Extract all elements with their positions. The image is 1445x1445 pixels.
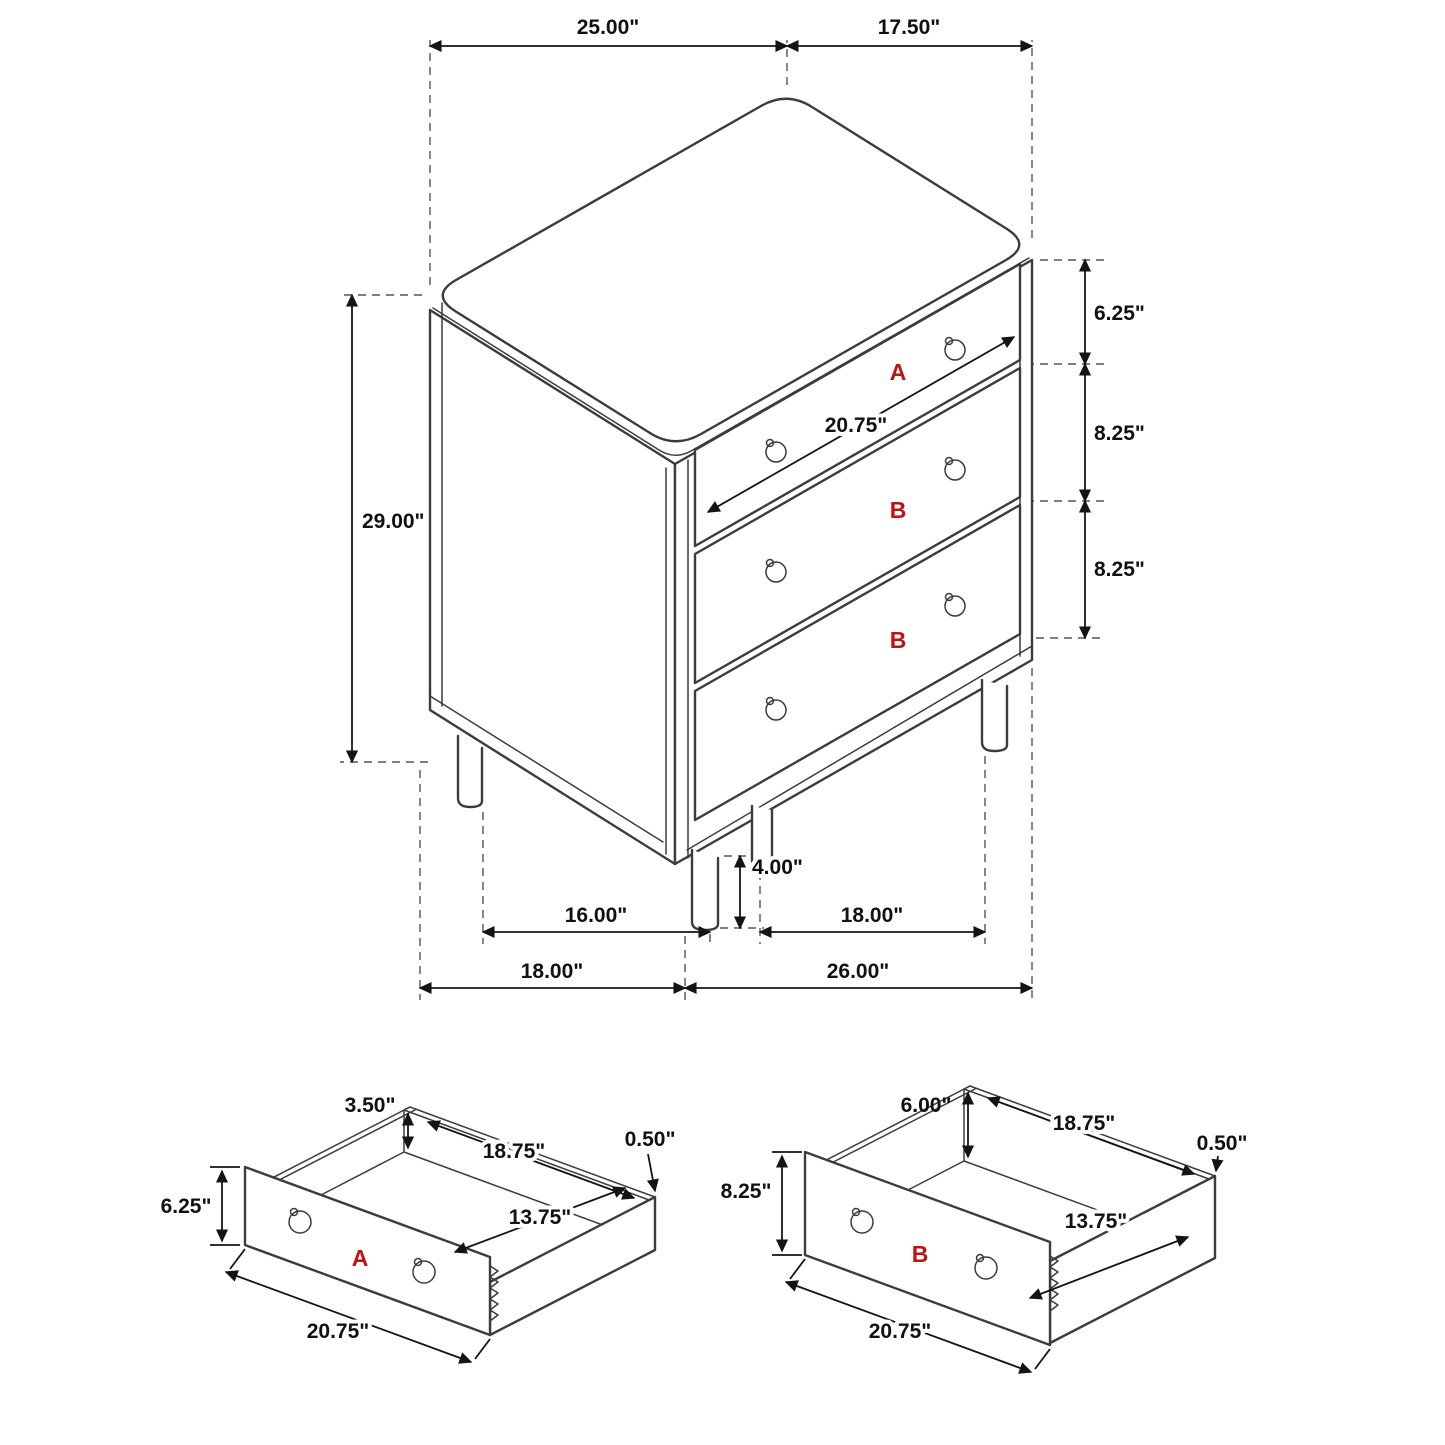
dim-line-a-front-width xyxy=(224,1270,473,1364)
knob-icon xyxy=(765,558,787,583)
leg-front xyxy=(690,848,720,932)
chest-top-panel xyxy=(441,97,1021,443)
dim-drawer-b1-height: 8.25" xyxy=(1094,422,1145,445)
knob-icon xyxy=(974,1253,998,1280)
drawer-b-knobs xyxy=(850,1207,998,1280)
dim-a-front-height: 6.25" xyxy=(161,1195,212,1218)
dim-b-inner-height: 6.00" xyxy=(901,1094,952,1117)
dim-footprint-depth: 18.00" xyxy=(521,960,584,983)
dim-top-width: 25.00" xyxy=(577,16,640,39)
knob-icon xyxy=(288,1207,312,1234)
label-b-detail: B xyxy=(912,1241,929,1267)
label-drawer-b1: B xyxy=(890,497,907,523)
dim-b-inner-width: 18.75" xyxy=(1053,1112,1116,1135)
dim-top-depth: 17.50" xyxy=(878,16,941,39)
leg-back-left xyxy=(456,734,484,809)
label-drawer-a: A xyxy=(890,359,907,385)
drawer-b-left-rim xyxy=(804,1085,976,1174)
chest-bottom-rails xyxy=(429,645,1033,851)
drawer-b-dimension-lines xyxy=(772,1091,1224,1374)
label-a-detail: A xyxy=(352,1245,369,1271)
dim-footprint-width: 26.00" xyxy=(827,960,890,983)
dim-b-front-height: 8.25" xyxy=(721,1180,772,1203)
dim-a-front-width: 20.75" xyxy=(307,1320,370,1343)
dim-leader-b-side-thickness xyxy=(1211,1155,1224,1173)
leg-back-right xyxy=(750,804,774,870)
knob-icon xyxy=(850,1207,874,1234)
main-view: 25.00" 17.50" 29.00" 6.25" 8.25" 8.25" A… xyxy=(340,16,1145,1000)
dim-a-inner-height: 3.50" xyxy=(345,1094,396,1117)
dim-a-side-thickness: 0.50" xyxy=(625,1128,676,1151)
dim-drawer-a-height: 6.25" xyxy=(1094,302,1145,325)
main-dimension-lines xyxy=(345,39,1092,995)
dim-leg-span-left: 16.00" xyxy=(565,904,628,927)
dim-drawer-b2-height: 8.25" xyxy=(1094,558,1145,581)
drawer-a-view: 6.25" 3.50" 18.75" 0.50" 13.75" 20.75" A xyxy=(161,1094,676,1364)
dim-line-b-front-width xyxy=(784,1280,1033,1374)
drawer-a-dovetail-joints xyxy=(489,1265,499,1322)
drawer-b-extension-ticks xyxy=(772,1151,1051,1370)
dim-line-b-inner-depth xyxy=(1028,1235,1190,1300)
dim-b-front-width: 20.75" xyxy=(869,1320,932,1343)
knob-icon xyxy=(944,592,966,617)
drawer-b-view: 8.25" 6.00" 18.75" 0.50" 13.75" 20.75" B xyxy=(721,1085,1248,1374)
dim-drawer-front-width: 20.75" xyxy=(825,414,888,437)
dim-b-inner-depth: 13.75" xyxy=(1065,1210,1128,1233)
dim-line-a-inner-depth xyxy=(453,1186,627,1254)
leg-right xyxy=(980,678,1009,753)
dim-leg-height: 4.00" xyxy=(752,856,803,879)
dim-a-inner-width: 18.75" xyxy=(483,1140,546,1163)
knob-icon xyxy=(765,696,787,721)
dim-a-inner-depth: 13.75" xyxy=(509,1206,572,1229)
dim-line-a-inner-width xyxy=(426,1120,636,1200)
dim-b-side-thickness: 0.50" xyxy=(1197,1132,1248,1155)
dim-leg-span-right: 18.00" xyxy=(841,904,904,927)
chest-legs xyxy=(456,678,1009,932)
dim-line-drawer-front-width xyxy=(706,336,1016,513)
drawer-b2-front-panel xyxy=(693,503,1022,822)
drawer-a-dimension-lines xyxy=(210,1112,659,1364)
dim-height: 29.00" xyxy=(362,510,425,533)
drawer-a-extension-ticks xyxy=(210,1166,491,1360)
label-drawer-b2: B xyxy=(890,627,907,653)
dim-line-b-inner-width xyxy=(986,1096,1196,1176)
dim-leader-a-side-thickness xyxy=(646,1153,659,1193)
chest-corner-posts xyxy=(441,267,1021,859)
chest-top-edge xyxy=(432,257,1030,456)
